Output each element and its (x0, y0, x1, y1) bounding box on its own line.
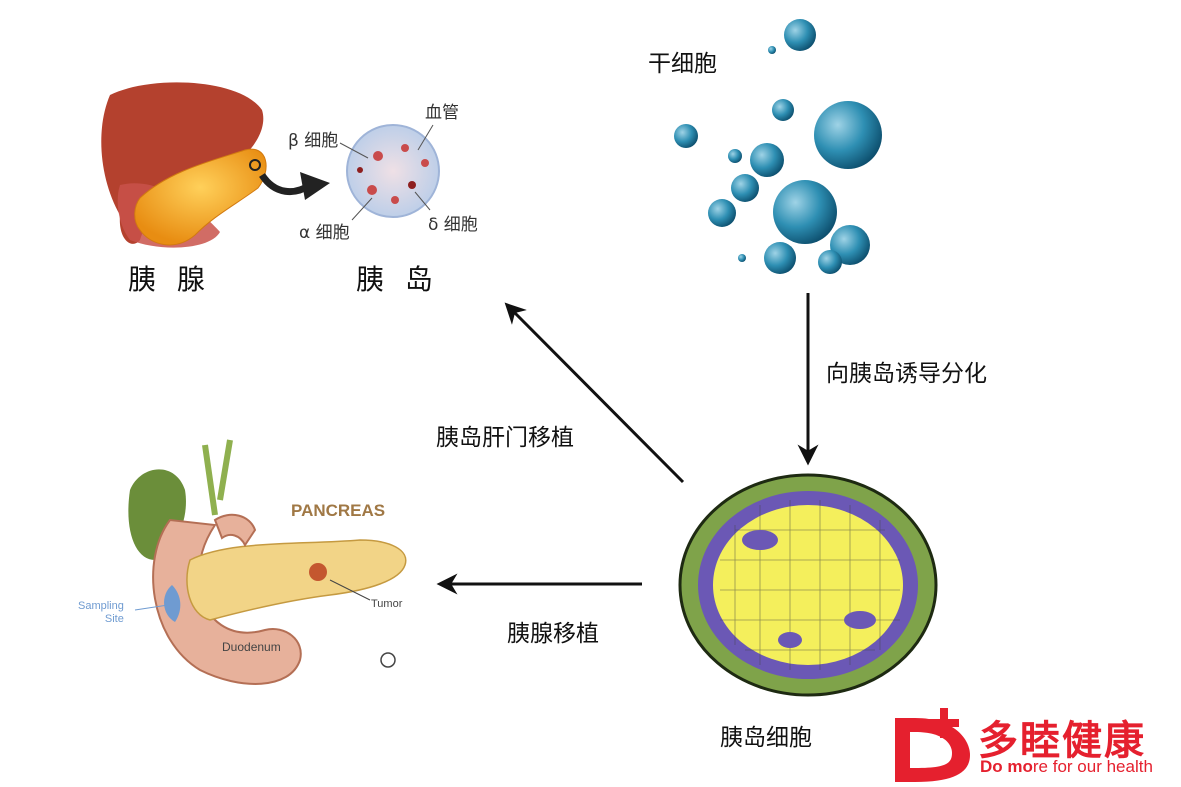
alpha-cell-label: α 细胞 (299, 223, 350, 243)
brand-slogan-rest: re for our health (1032, 757, 1153, 776)
pancreas-anatomy (128, 439, 407, 685)
islet-marker-icon (249, 159, 261, 171)
islet-label: 胰 岛 (356, 263, 439, 296)
brand-slogan-bold: Do mo (980, 757, 1033, 776)
brand-name: 多睦健康 (978, 718, 1146, 764)
delta-cell-label: δ 细胞 (428, 215, 478, 235)
islet-cross-section (339, 124, 440, 221)
islet-cell-tissue (678, 473, 938, 697)
blood-vessel-label: 血管 (425, 103, 459, 123)
anatomy-title: PANCREAS (291, 501, 386, 520)
differentiation-label: 向胰岛诱导分化 (826, 361, 987, 387)
stem-cell-cluster (674, 19, 882, 274)
pancreas-shape (134, 148, 267, 246)
stem-cell-icon (784, 19, 816, 51)
virus-icon (380, 652, 396, 668)
pancreas-label: 胰 腺 (128, 263, 211, 296)
portal-transplant-arrow (504, 302, 685, 484)
islet-cells-label: 胰岛细胞 (720, 725, 812, 751)
stem-cell-label: 干细胞 (648, 51, 717, 77)
tumor-marker-icon (309, 563, 327, 581)
liver-pancreas-illustration (101, 82, 330, 248)
pancreas-body-shape (186, 539, 407, 621)
brand-slogan: Do more for our health (980, 757, 1153, 777)
portal-transplant-label: 胰岛肝门移植 (436, 425, 574, 451)
beta-cell-label: β 细胞 (288, 131, 339, 151)
sampling-site-marker-icon (164, 585, 181, 622)
brand-logo-icon (895, 708, 970, 782)
sampling-site-label: Sampling Site (78, 600, 124, 625)
curved-arrow-head-icon (300, 172, 330, 200)
pancreas-transplant-label: 胰腺移植 (507, 621, 599, 647)
tumor-label: Tumor (371, 598, 403, 610)
duodenum-label: Duodenum (222, 640, 281, 654)
